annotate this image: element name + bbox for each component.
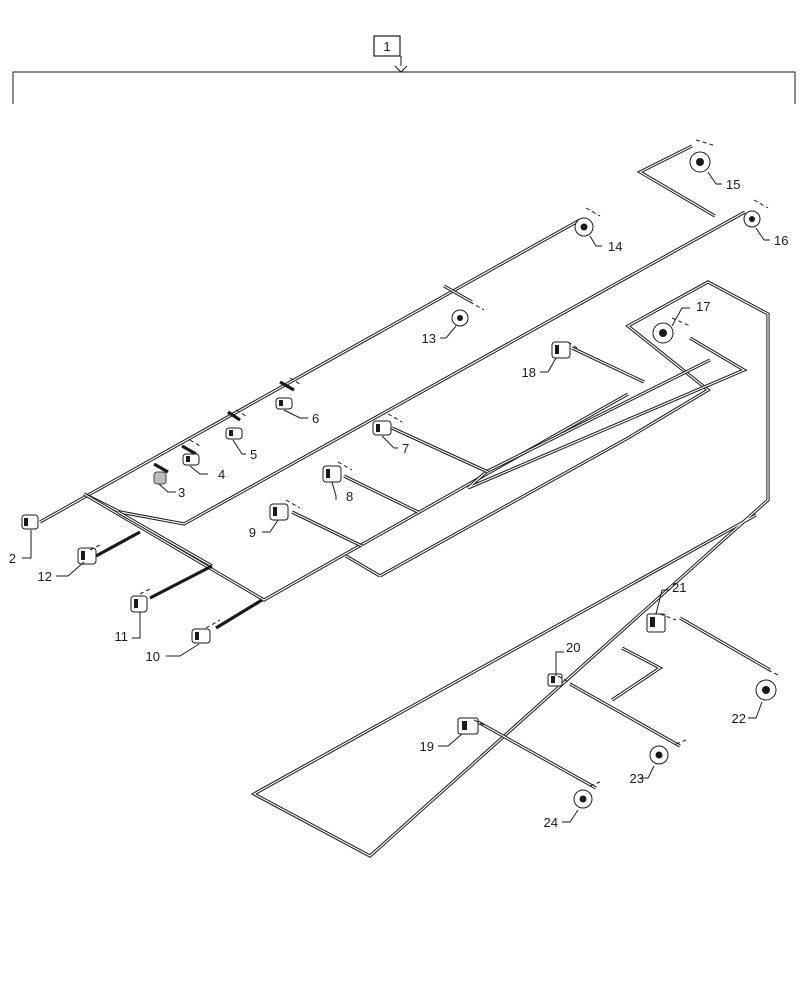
- connector-6: [275, 397, 293, 410]
- callout-13: 13: [422, 331, 436, 346]
- connector-14: [574, 217, 594, 237]
- callout-23: 23: [630, 771, 644, 786]
- connector-12: [77, 547, 97, 565]
- leaders: [22, 171, 770, 823]
- connector-13: [451, 309, 469, 327]
- callout-20: 20: [566, 640, 580, 655]
- callout-24: 24: [544, 815, 558, 830]
- connector-2: [21, 514, 39, 530]
- connector-10: [191, 628, 211, 644]
- callout-12: 12: [38, 569, 52, 584]
- connector-9: [269, 503, 289, 521]
- connector-15: [689, 151, 711, 173]
- connector-5: [225, 427, 243, 440]
- connector-17: [652, 322, 674, 344]
- connector-24: [573, 789, 593, 809]
- harness-wires: [39, 144, 771, 858]
- callout-11: 11: [115, 629, 129, 644]
- callout-18: 18: [522, 365, 536, 380]
- assembly-bracket: 1: [12, 35, 796, 104]
- callout-16: 16: [774, 233, 788, 248]
- callout-2: 2: [9, 551, 16, 566]
- callout-7: 7: [402, 441, 409, 456]
- assembly-item-label: 1: [383, 39, 390, 54]
- connector-4: [182, 453, 200, 466]
- callout-19: 19: [420, 739, 434, 754]
- connector-7: [372, 420, 392, 436]
- callout-21: 21: [672, 580, 686, 595]
- callout-4: 4: [218, 467, 225, 482]
- connector-21: [646, 613, 666, 633]
- callout-15: 15: [726, 177, 740, 192]
- callout-labels: 2 3 4 5 6 7 8 9 10 11 12 13 14 15 16 17 …: [9, 177, 789, 830]
- connector-19: [457, 717, 479, 735]
- callout-5: 5: [250, 447, 257, 462]
- callout-6: 6: [312, 411, 319, 426]
- callout-22: 22: [732, 711, 746, 726]
- connector-23: [649, 745, 669, 765]
- connectors: [21, 151, 777, 809]
- connector-3: [153, 471, 167, 485]
- connector-22: [755, 679, 777, 701]
- callout-17: 17: [696, 299, 710, 314]
- connector-18: [551, 341, 571, 359]
- connector-16: [743, 210, 761, 228]
- connector-8: [322, 465, 342, 483]
- connector-11: [130, 595, 148, 613]
- callout-14: 14: [608, 239, 622, 254]
- callout-9: 9: [249, 525, 256, 540]
- mating-dashes: [89, 139, 781, 787]
- callout-3: 3: [178, 485, 185, 500]
- connector-20: [547, 673, 563, 687]
- callout-10: 10: [146, 649, 160, 664]
- callout-8: 8: [346, 489, 353, 504]
